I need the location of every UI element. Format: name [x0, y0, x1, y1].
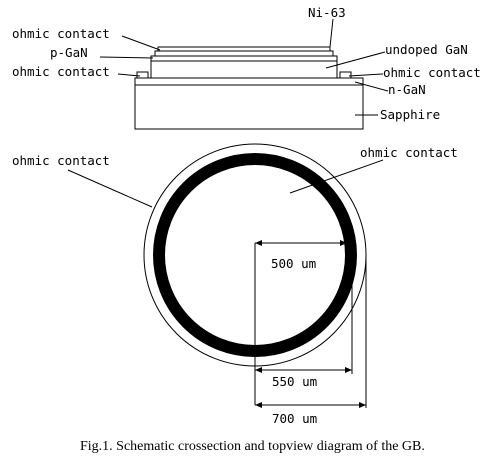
- dim-700-arrow-left: [255, 402, 262, 408]
- ohmic-top-leader: [121, 35, 161, 51]
- ohmic-contact-bottom-left-label: ohmic contact: [12, 64, 110, 79]
- p-gan-label: p-GaN: [50, 45, 88, 60]
- figure-caption: Fig.1. Schematic crossection and topview…: [80, 439, 425, 454]
- ni63-label: Ni-63: [308, 5, 346, 20]
- top-view: ohmic contact ohmic contact 500 um 550 u…: [12, 143, 458, 426]
- undoped-gan-label: undoped GaN: [385, 42, 468, 57]
- ohmic-contact-top-left-label: ohmic contact: [12, 26, 110, 41]
- ni63-leader: [329, 18, 334, 48]
- dim-500-arrow-right: [340, 240, 347, 246]
- ohmic-left-leader: [67, 169, 153, 208]
- dim-550-label: 550 um: [272, 374, 317, 389]
- ohmic-contact-right-label: ohmic contact: [383, 65, 481, 80]
- p-gan-layer: [150, 55, 338, 62]
- ohmic-pad-left: [136, 71, 149, 79]
- ohmic-contact-left-label: ohmic contact: [12, 153, 110, 168]
- dim-500-arrow-left: [255, 240, 262, 246]
- top-ohmic-contact: [154, 50, 334, 57]
- sapphire-label: Sapphire: [380, 107, 440, 122]
- dim-500-label: 500 um: [271, 256, 316, 271]
- ngan-leader: [354, 81, 389, 92]
- dim-700-label: 700 um: [272, 411, 317, 426]
- n-gan-label: n-GaN: [388, 82, 426, 97]
- ohmic-right-leader: [348, 73, 384, 77]
- pgan-leader: [99, 56, 154, 59]
- cross-section: Ni-63 ohmic contact p-GaN ohmic contact …: [12, 5, 481, 130]
- sapphire-layer: [134, 84, 364, 130]
- ni63-source-layer: [157, 46, 331, 52]
- ohmic-pad-right: [339, 71, 352, 79]
- ohmic-bottom-left-leader: [117, 73, 141, 77]
- ohmic-right-leader-top: [289, 159, 384, 194]
- dim-550-arrow-left: [255, 367, 262, 373]
- dim-550-arrow-right: [345, 367, 352, 373]
- dim-700-arrow-right: [359, 402, 366, 408]
- ohmic-contact-right-label-top: ohmic contact: [360, 145, 458, 160]
- undoped-gan-layer: [150, 60, 338, 79]
- undoped-gan-leader: [325, 51, 386, 69]
- n-gan-layer: [134, 77, 364, 86]
